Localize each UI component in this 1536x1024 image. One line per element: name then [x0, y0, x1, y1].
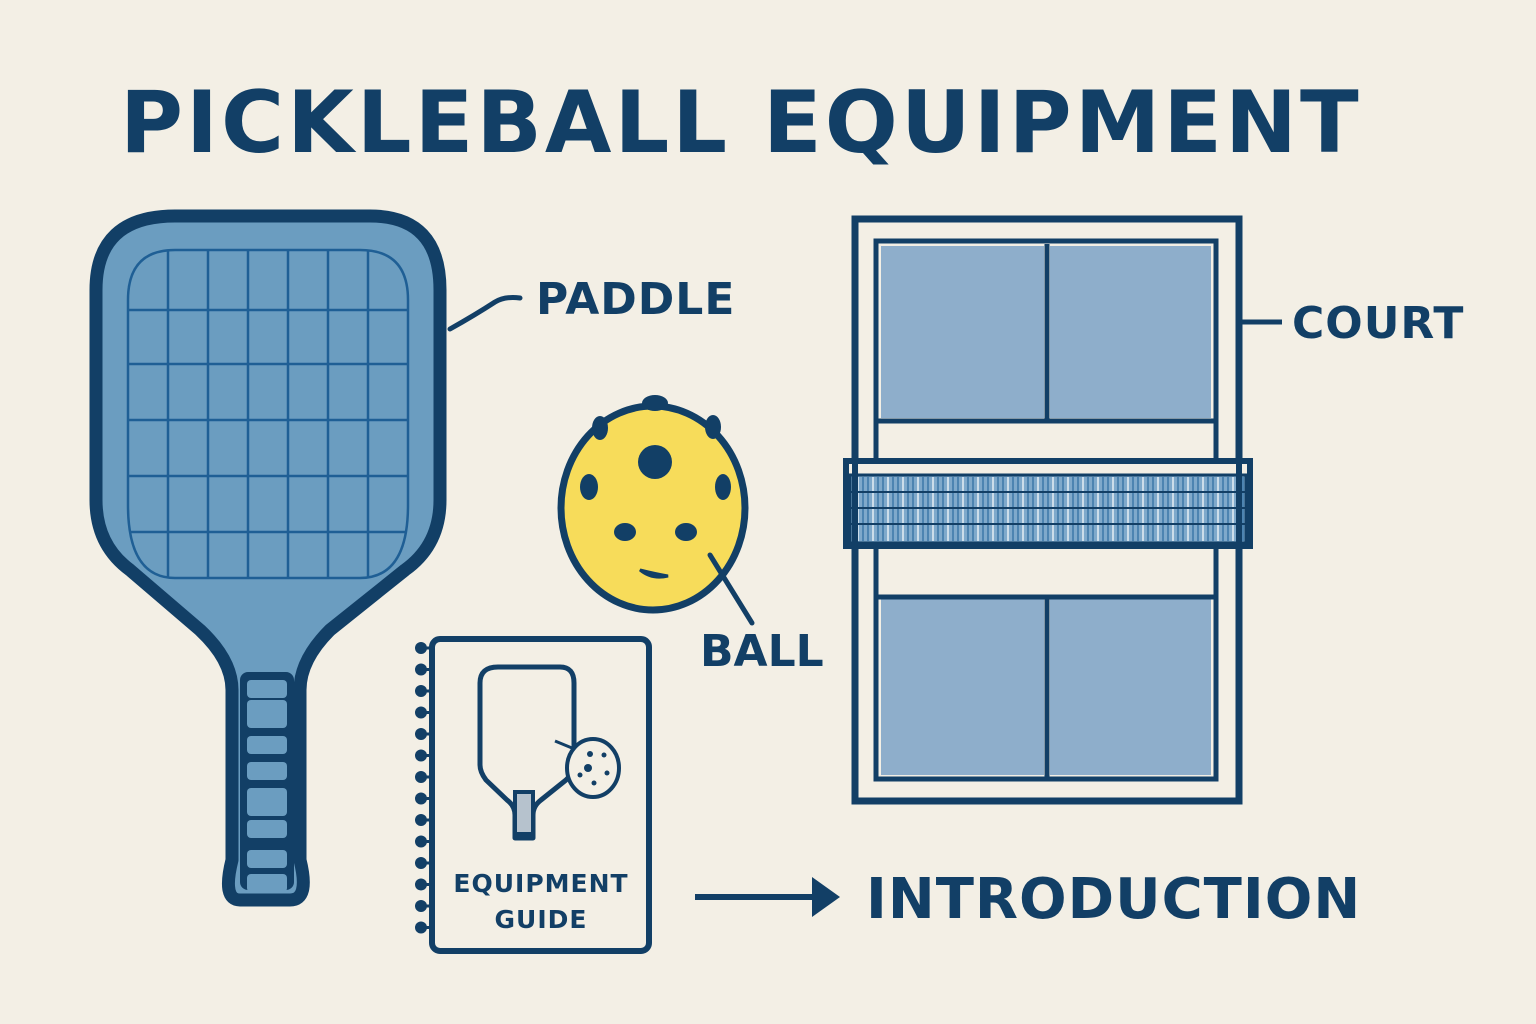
guide-title-line-1: EQUIPMENT — [453, 869, 629, 898]
ball-hole — [639, 568, 669, 579]
book-paddle-grip — [513, 790, 535, 836]
ball-hole — [705, 415, 721, 439]
book-ball-hole — [591, 780, 597, 786]
book-ball-icon — [565, 737, 621, 799]
court-label: COURT — [1292, 298, 1465, 349]
grip-wrap-segment — [247, 788, 287, 816]
ball-hole — [592, 416, 608, 440]
book-ball-holes — [577, 751, 610, 786]
paddle-grid-border — [126, 248, 410, 580]
paddle-illustration — [89, 209, 447, 907]
book-ball-hole — [604, 770, 610, 776]
paddle-face-grid — [129, 251, 407, 578]
ball-label: BALL — [700, 626, 824, 677]
book-ball-hole — [577, 772, 583, 778]
book-paddle-icon — [477, 664, 577, 841]
grip-wrap-segment — [247, 700, 287, 728]
court-illustration — [843, 215, 1253, 805]
book-ball-hole — [584, 764, 592, 772]
ball-hole — [675, 523, 697, 541]
ball-hole — [638, 445, 672, 479]
book-ball-hole — [587, 751, 593, 757]
paddle-pointer-line — [447, 295, 523, 332]
page-title: PICKLEBALL EQUIPMENT — [120, 73, 1362, 173]
grip-wrap-segment — [247, 850, 287, 868]
arrow-right-icon — [695, 877, 840, 917]
ball-pointer-line — [707, 552, 755, 626]
book-cover — [429, 636, 652, 954]
grip-wrap-segment — [247, 736, 287, 754]
paddle-label: PADDLE — [536, 274, 736, 325]
introduction-label: INTRODUCTION — [866, 867, 1362, 932]
grip-wrap-segment — [247, 820, 287, 838]
grip-wrap-segment — [247, 680, 287, 698]
guide-title: EQUIPMENT GUIDE — [436, 866, 646, 938]
guide-title-line-2: GUIDE — [494, 905, 588, 934]
ball-holes — [580, 395, 731, 579]
equipment-guide-book — [415, 636, 652, 954]
court-service-box-bottom-right — [1050, 599, 1211, 775]
ball-hole — [715, 474, 731, 500]
paddle-grip-wraps — [247, 680, 287, 892]
ball-hole — [614, 523, 636, 541]
court-service-box-top-right — [1050, 246, 1211, 418]
grip-wrap-segment — [247, 762, 287, 780]
ball-hole — [580, 474, 598, 500]
book-pointer-line — [554, 739, 573, 750]
court-service-box-bottom-left — [881, 599, 1044, 775]
book-spiral-binding — [415, 642, 434, 934]
grip-wrap-segment — [247, 874, 287, 892]
court-service-box-top-left — [881, 246, 1044, 418]
pickleball-illustration — [557, 395, 749, 614]
ball-hole — [642, 395, 668, 411]
book-ball-hole — [601, 752, 607, 758]
